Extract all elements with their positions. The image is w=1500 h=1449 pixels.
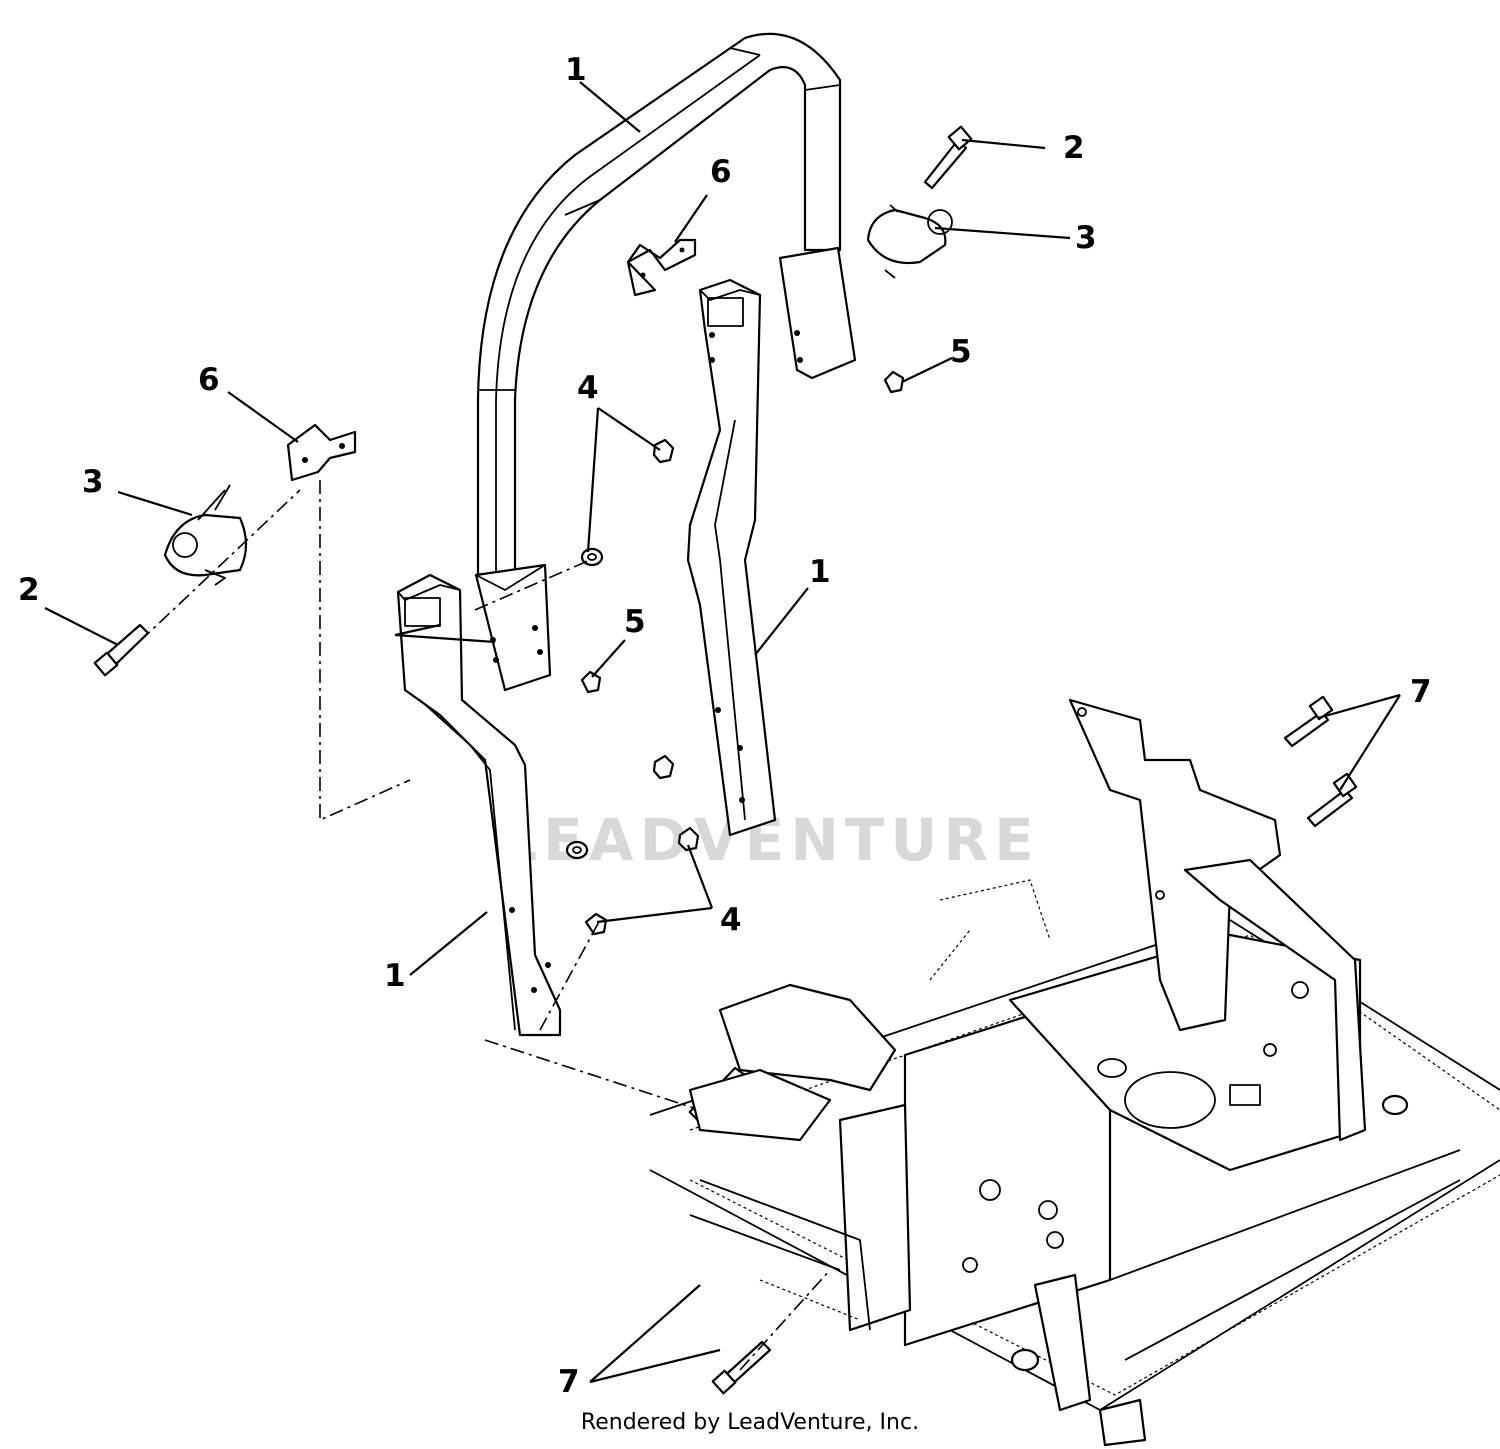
leader-lines <box>44 81 1401 1384</box>
flange-nut <box>584 912 608 936</box>
callout-4: 4 <box>577 370 599 406</box>
clamp-pin-left <box>163 484 248 586</box>
callout-numbers: 1 1 1 2 2 3 3 4 4 5 5 6 6 7 7 <box>18 52 1432 1400</box>
roll-bar-upper-hoop <box>474 32 857 692</box>
callout-4: 4 <box>720 902 742 938</box>
callout-1: 1 <box>565 52 587 88</box>
bolt-left <box>93 623 150 677</box>
callout-6: 6 <box>198 362 220 398</box>
washer <box>565 840 589 860</box>
callout-7: 7 <box>558 1364 580 1400</box>
flange-nut <box>580 670 602 694</box>
hex-nut <box>652 754 675 780</box>
left-upright-tube <box>396 573 562 1037</box>
clamp-pin-right <box>866 204 953 279</box>
callout-7: 7 <box>1410 674 1432 710</box>
callout-2: 2 <box>18 572 40 608</box>
bolt-right <box>923 125 973 190</box>
callout-6: 6 <box>710 154 732 190</box>
callout-5: 5 <box>950 334 972 370</box>
flange-nut <box>883 370 905 394</box>
bracket-upper <box>626 238 697 297</box>
callout-3: 3 <box>1075 220 1097 256</box>
footer-credit: Rendered by LeadVenture, Inc. <box>580 1410 920 1435</box>
washer <box>580 547 604 567</box>
frame-bolt-upper <box>1283 695 1334 748</box>
tractor-frame <box>649 698 1500 1447</box>
frame-bolt-upper-2 <box>1306 772 1358 828</box>
callout-5: 5 <box>624 604 646 640</box>
alignment-lines <box>119 480 831 1371</box>
bracket-left <box>286 423 357 482</box>
hex-nut <box>677 826 700 852</box>
hex-nut <box>652 438 675 464</box>
callout-3: 3 <box>82 464 104 500</box>
callout-1: 1 <box>384 958 406 994</box>
right-upright-tube <box>686 278 777 837</box>
callout-2: 2 <box>1063 130 1085 166</box>
callout-1: 1 <box>809 554 831 590</box>
